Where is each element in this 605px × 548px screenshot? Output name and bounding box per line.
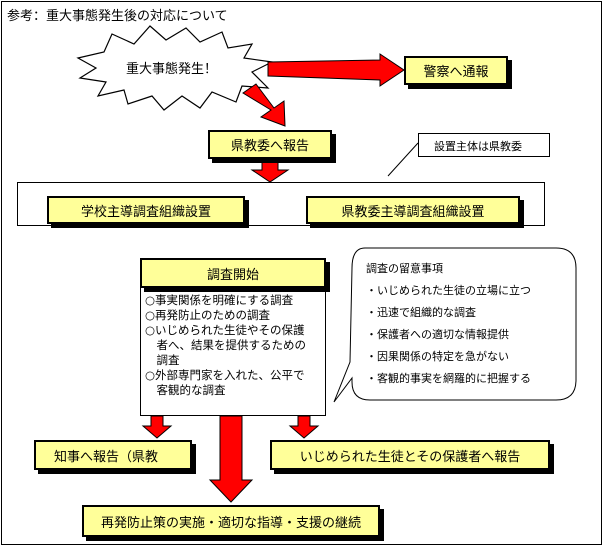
- callout-pointer: [387, 142, 419, 177]
- arrow-to-governor: [141, 415, 173, 439]
- police-report-box: 警察へ通報: [404, 56, 508, 85]
- survey-item: ○外部専門家を入れた、公平で: [145, 368, 305, 382]
- final-action-box: 再発防止策の実施・適切な指導・支援の継続: [82, 505, 380, 537]
- notes-bubble: [333, 247, 577, 403]
- notes-item: ・いじめられた生徒の立場に立つ: [366, 284, 531, 297]
- arrow-to-final: [208, 415, 254, 503]
- survey-item: ○事実関係を明確にする調査: [145, 293, 294, 307]
- survey-item: 客観的な調査: [145, 383, 226, 397]
- survey-items-list: ○事実関係を明確にする調査 ○再発防止のための調査 ○いじめられた生徒やその保護…: [145, 293, 306, 398]
- notes-title: 調査の留意事項: [366, 262, 443, 275]
- survey-item: ○いじめられた生徒やその保護: [145, 323, 305, 337]
- notes-list: ・いじめられた生徒の立場に立つ ・迅速で組織的な調査 ・保護者への適切な情報提供…: [366, 282, 531, 392]
- victim-report-box: いじめられた生徒とその保護者へ報告: [270, 440, 550, 470]
- survey-start-box: 調査開始: [140, 258, 326, 288]
- arrow-to-police: [267, 53, 405, 87]
- arrow-to-org-band: [250, 159, 290, 183]
- survey-item: 者へ、結果を提供するための: [145, 338, 306, 352]
- board-org-box: 県教委主導調査組織設置: [306, 196, 520, 224]
- notes-item: ・客観的事実を網羅的に把握する: [366, 372, 531, 385]
- board-report-box: 県教委へ報告: [208, 130, 332, 159]
- incident-burst-shape: [76, 25, 274, 111]
- arrow-to-victim: [288, 415, 320, 439]
- founder-note-label: 設置主体は県教委: [434, 140, 522, 153]
- notes-item: ・保護者への適切な情報提供: [366, 328, 509, 341]
- notes-item: ・因果関係の特定を急がない: [366, 350, 509, 363]
- governor-report-box: 知事へ報告（県教: [34, 440, 192, 470]
- survey-item: 調査: [145, 353, 180, 367]
- notes-item: ・迅速で組織的な調査: [366, 306, 476, 319]
- founder-note-box: [418, 133, 550, 157]
- school-org-box: 学校主導調査組織設置: [47, 196, 245, 224]
- survey-box: [140, 284, 326, 416]
- incident-label: 重大事態発生！: [126, 62, 218, 77]
- arrow-to-board: [242, 83, 286, 127]
- survey-item: ○再発防止のための調査: [145, 308, 271, 322]
- diagram-title: 参考：重大事態発生後の対応について: [7, 9, 228, 24]
